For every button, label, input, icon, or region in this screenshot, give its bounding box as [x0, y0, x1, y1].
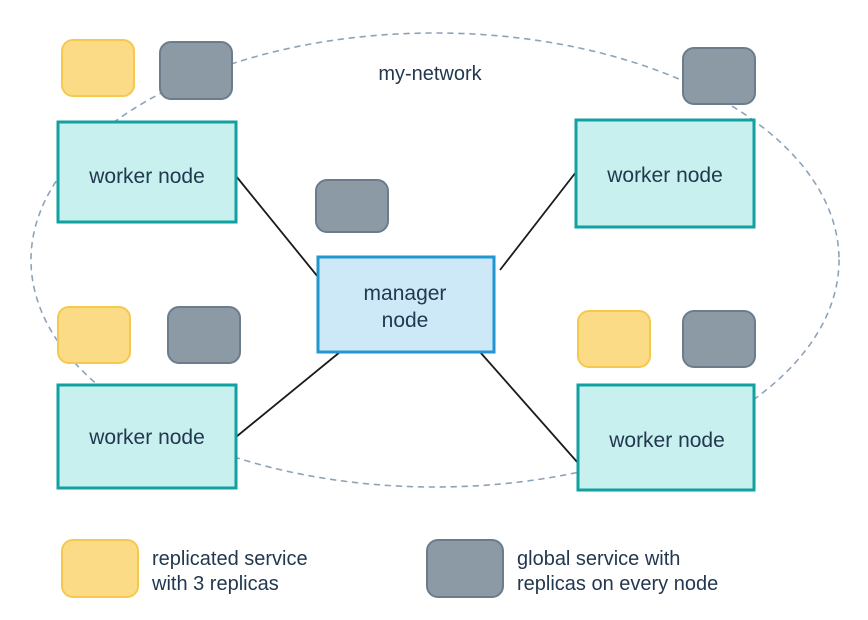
link-manager-worker-bottom-left [235, 351, 341, 438]
legend-global-line1: global service with [517, 548, 680, 570]
legend: replicated service with 3 replicas globa… [61, 539, 718, 598]
global-service-tile-top-right [682, 47, 756, 105]
my-network-label: my-network [378, 63, 482, 85]
global-service-tile-center [315, 179, 389, 233]
worker-node-label-bottom-left: worker node [88, 426, 205, 449]
link-manager-worker-top-left [235, 175, 319, 278]
replicated-service-tile-bottom-left [57, 306, 131, 364]
manager-node-box[interactable] [316, 255, 496, 354]
worker-node-label-top-left: worker node [88, 165, 205, 188]
global-service-tile-top-left [159, 41, 233, 100]
global-service-swatch [426, 539, 504, 598]
replicated-service-swatch [61, 539, 139, 598]
worker-node-label-top-right: worker node [606, 164, 723, 187]
manager-node-label-line1: manager [364, 282, 447, 305]
my-network-boundary-ellipse [30, 32, 840, 488]
global-service-tile-bottom-left [167, 306, 241, 364]
legend-replicated-line1: replicated service [152, 548, 308, 570]
worker-node-label-bottom-right: worker node [608, 429, 725, 452]
worker-node-box-top-left[interactable] [56, 120, 238, 224]
manager-node-label-line2: node [382, 309, 429, 332]
link-manager-worker-bottom-right [479, 351, 579, 464]
connection-lines [235, 171, 579, 464]
legend-global-line2: replicas on every node [517, 573, 718, 595]
worker-node-box-bottom-left[interactable] [56, 383, 238, 490]
global-service-tile-bottom-right [682, 310, 756, 368]
worker-node-box-bottom-right[interactable] [576, 383, 756, 492]
replicated-service-tile-bottom-right [577, 310, 651, 368]
replicated-service-tile-top-left [61, 39, 135, 97]
worker-node-box-top-right[interactable] [574, 118, 756, 229]
legend-replicated-line2: with 3 replicas [151, 573, 279, 595]
link-manager-worker-top-right [499, 171, 577, 271]
